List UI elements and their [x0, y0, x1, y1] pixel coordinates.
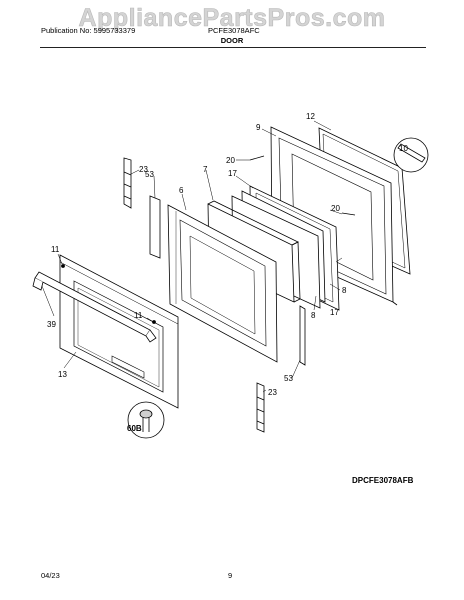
part-6-door-frame	[167, 204, 278, 363]
callout-8-right: 8	[342, 286, 347, 295]
callout-17-upper: 17	[228, 169, 237, 178]
part-20-screw-lower	[341, 212, 356, 216]
callout-8-lower: 8	[311, 311, 316, 320]
publication-number: Publication No: 5995733379	[41, 26, 136, 35]
callout-23-upper: 23	[139, 165, 148, 174]
footer-date: 04/23	[41, 571, 60, 580]
callout-20-lower: 20	[331, 204, 340, 213]
part-20-screw-upper	[249, 155, 265, 161]
callout-labels: 12 9 10 20 20 23 53 6 7 17 8 8 17 11 11 …	[47, 112, 408, 433]
part-10-detail	[393, 137, 429, 173]
callout-11-lower: 11	[134, 311, 143, 320]
callout-10: 10	[399, 144, 408, 153]
callout-6: 6	[179, 186, 184, 195]
callout-11-upper: 11	[51, 245, 60, 254]
callout-9: 9	[256, 123, 261, 132]
page-number: 9	[228, 571, 233, 580]
callout-13: 13	[58, 370, 67, 379]
callout-7: 7	[203, 165, 208, 174]
callout-12: 12	[306, 112, 315, 121]
section-title: DOOR	[220, 36, 244, 45]
model-number: PCFE3078AFC	[208, 26, 260, 35]
callout-20-upper: 20	[226, 156, 235, 165]
part-53-trim-lower	[299, 305, 306, 366]
part-39-door-handle	[32, 271, 157, 343]
part-23-hinge-lower	[256, 382, 265, 433]
part-11-screw-lower	[152, 320, 156, 324]
part-13-outer-door-panel	[59, 254, 179, 409]
part-11-screw-upper	[61, 264, 65, 268]
callout-39: 39	[47, 320, 56, 329]
diagram-code: DPCFE3078AFB	[352, 476, 414, 485]
part-53-trim-upper	[149, 195, 161, 259]
callout-23-lower: 23	[268, 388, 277, 397]
watermark: AppliancePartsPros.com	[78, 4, 386, 33]
callout-60b: 60B	[127, 424, 142, 433]
part-60b-screw-detail	[127, 401, 165, 439]
callout-53-upper: 53	[145, 170, 154, 179]
callout-53-lower: 53	[284, 374, 293, 383]
callout-17-lower: 17	[330, 308, 339, 317]
leader-lines	[41, 120, 343, 393]
header-rule	[40, 47, 426, 48]
part-23-hinge-upper	[123, 157, 132, 209]
